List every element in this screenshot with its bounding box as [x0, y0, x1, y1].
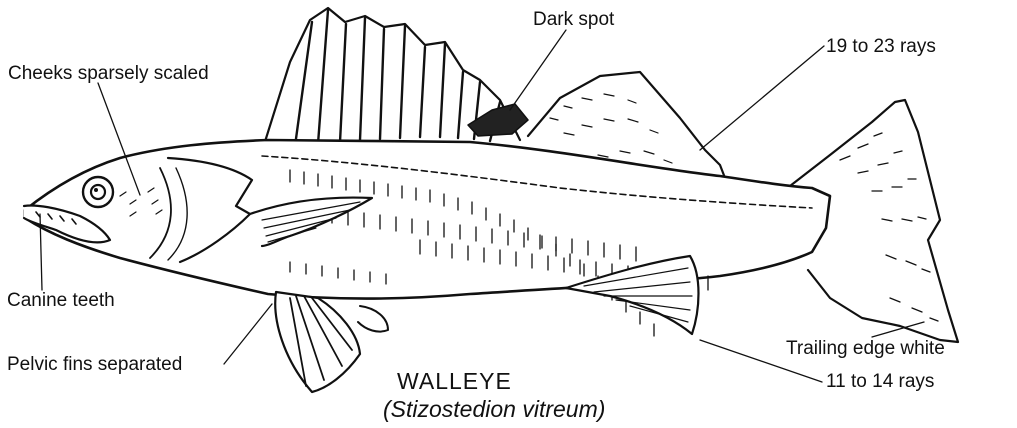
species-scientific-name: (Stizostedion vitreum): [383, 396, 605, 422]
label-anal-rays: 11 to 14 rays: [826, 371, 934, 393]
pelvic-fins: [275, 292, 388, 392]
eye: [83, 177, 113, 207]
label-pelvic-fins: Pelvic fins separated: [7, 354, 182, 376]
label-dark-spot: Dark spot: [533, 9, 614, 31]
label-trailing-edge: Trailing edge white: [786, 338, 945, 360]
label-cheeks: Cheeks sparsely scaled: [8, 63, 209, 85]
label-canine-teeth: Canine teeth: [7, 290, 115, 312]
species-common-name: WALLEYE: [397, 368, 512, 394]
label-dorsal-rays: 19 to 23 rays: [826, 36, 936, 58]
